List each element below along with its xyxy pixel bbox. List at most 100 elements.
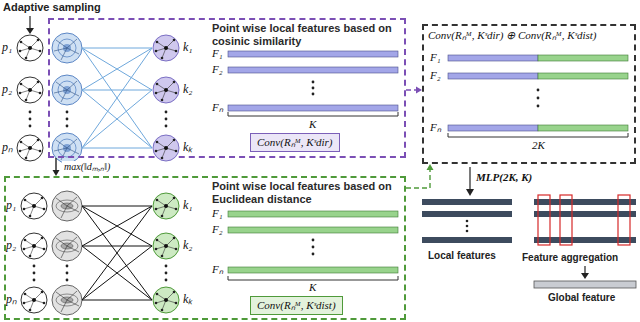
connector	[406, 164, 434, 188]
aggregation-arrow	[581, 266, 589, 279]
centre-dot	[28, 46, 32, 50]
fan-lines	[82, 48, 152, 148]
neighbour-node: k₂	[152, 232, 202, 260]
feature-row-label: Fₙ	[212, 263, 223, 276]
spokes	[156, 40, 176, 58]
point-label: p₂	[2, 82, 12, 96]
point-node: p₁	[2, 34, 46, 62]
neighbour-dot	[161, 309, 164, 312]
centre-dot	[164, 146, 168, 150]
point-node: p₂	[6, 232, 50, 260]
centre-dot	[164, 46, 168, 50]
point-circle	[152, 286, 180, 314]
ellipsis-dots	[29, 81, 540, 282]
neighbour-dot	[156, 141, 159, 144]
neighbour-dot	[37, 81, 40, 84]
neighbour-dot	[173, 139, 176, 142]
neighbour-label: k₁	[183, 40, 193, 54]
circle-outline	[153, 135, 179, 161]
point-label: p₂	[6, 238, 16, 252]
neighbour-node: k₂	[152, 76, 202, 104]
neighbour-dot	[41, 197, 44, 200]
neighbour-dot	[37, 39, 40, 42]
fan-lines	[82, 206, 152, 300]
circle-outline	[153, 193, 179, 219]
concat-box: Conv(Rₙᴹ, Kˢdir) ⊕ Conv(Rₙᴹ, Kˢdist)	[422, 24, 636, 164]
concat-heading: Conv(Rₙᴹ, Kˢdir) ⊕ Conv(Rₙᴹ, Kˢdist)	[428, 29, 597, 42]
circle-outline	[17, 77, 43, 103]
feature-row-label: F₂	[212, 63, 223, 76]
neighbour-dot	[39, 50, 42, 53]
centre-dot	[32, 244, 36, 248]
neighbour-dot	[29, 309, 32, 312]
connector-line	[55, 158, 56, 171]
point-circle	[152, 232, 180, 260]
neighbour-label: kₖ	[183, 140, 192, 154]
region-heading: Point wise local features based on cosin…	[212, 22, 402, 48]
neighbour-dot	[156, 83, 159, 86]
neighbour-dot	[155, 50, 158, 53]
neighbour-node: k₁	[152, 34, 202, 62]
centre-dot	[28, 146, 32, 150]
spokes	[20, 82, 40, 100]
neighbour-dot	[43, 302, 46, 305]
neighbour-dot	[161, 255, 164, 258]
connector	[406, 87, 422, 94]
neighbour-dot	[173, 237, 176, 240]
neighbour-dot	[161, 57, 164, 60]
feature-row-label: F₁	[430, 51, 441, 64]
circle-outline	[17, 35, 43, 61]
neighbour-dot	[156, 199, 159, 202]
neighbour-dot	[19, 150, 22, 153]
title-label: Adaptive sampling	[3, 1, 101, 14]
neighbour-dot	[155, 92, 158, 95]
point-circle	[20, 286, 48, 314]
spokes	[24, 292, 44, 310]
region-heading: Point wise local features based on Eucli…	[212, 180, 402, 206]
neighbour-label: kₖ	[183, 292, 192, 306]
centre-dot	[164, 298, 168, 302]
feature-row-label: Fₙ	[212, 101, 223, 114]
neighbour-dot	[37, 139, 40, 142]
neighbour-dot	[20, 41, 23, 44]
point-circle	[16, 76, 44, 104]
neighbour-dot	[161, 99, 164, 102]
conv-label: Conv(Rₙᴹ, Kˢdir)	[257, 136, 333, 149]
neighbour-dot	[43, 248, 46, 251]
point-circle	[152, 134, 180, 162]
neighbour-dot	[175, 208, 178, 211]
neighbour-dot	[43, 208, 46, 211]
connector-line	[406, 169, 430, 188]
neighbour-dot	[161, 157, 164, 160]
circle-outline	[153, 287, 179, 313]
neighbour-label: k₂	[183, 238, 193, 252]
spokes	[20, 140, 40, 158]
neighbour-dot	[173, 197, 176, 200]
spokes	[24, 198, 44, 216]
neighbour-dot	[20, 141, 23, 144]
point-circle	[16, 134, 44, 162]
point-node: p₁	[6, 192, 50, 220]
neighbour-dot	[25, 157, 28, 160]
neighbour-dot	[39, 150, 42, 153]
point-label: pₙ	[6, 292, 17, 306]
point-circle	[20, 232, 48, 260]
global-feature-bar	[534, 281, 636, 288]
neighbour-dot	[175, 92, 178, 95]
spokes	[156, 292, 176, 310]
neighbour-node: kₖ	[152, 286, 202, 314]
feature-row-label: F₂	[212, 223, 223, 236]
feature-region: Point wise local features based on Eucli…	[4, 176, 406, 320]
circle-outline	[153, 35, 179, 61]
point-circle	[152, 192, 180, 220]
point-label: pₙ	[2, 140, 13, 154]
spokes	[156, 198, 176, 216]
point-circle	[152, 34, 180, 62]
neighbour-node: kₖ	[152, 134, 202, 162]
neighbour-dot	[173, 39, 176, 42]
point-circle	[16, 34, 44, 62]
aggregation-bars	[534, 195, 636, 245]
point-node: p₂	[2, 76, 46, 104]
circle-outline	[21, 233, 47, 259]
neighbour-dot	[24, 239, 27, 242]
